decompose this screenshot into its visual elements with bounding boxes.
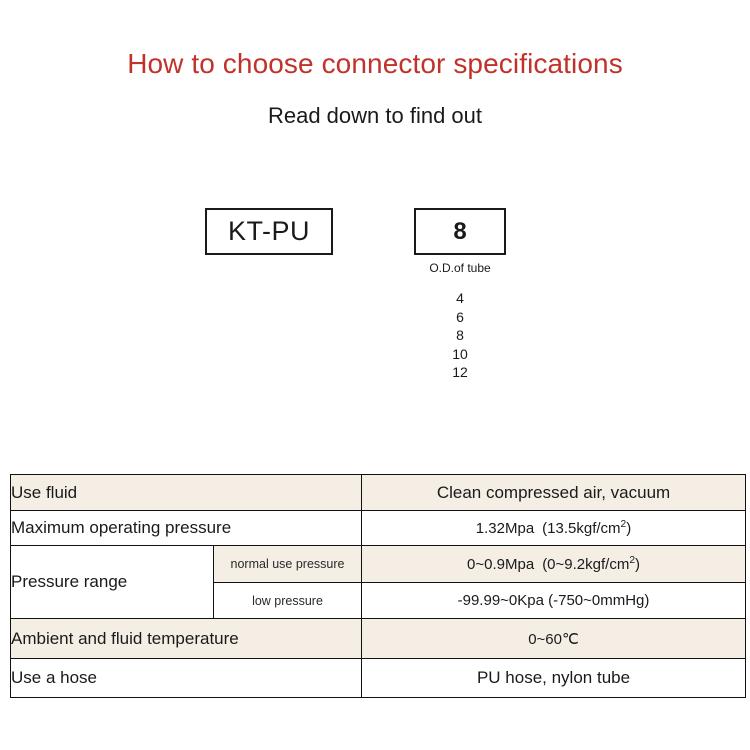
- table-row: Use a hose PU hose, nylon tube: [9, 658, 747, 698]
- list-item: 4: [456, 290, 464, 306]
- normal-pressure-kgf-open: (0~9.2kgf/cm: [542, 555, 630, 573]
- row-value-ambient-fluid-temperature: 0~60℃: [361, 618, 747, 659]
- normal-pressure-kgf-close: ): [634, 555, 640, 573]
- row-label-use-a-hose: Use a hose: [9, 658, 363, 698]
- sub-label-normal-use-pressure: normal use pressure: [212, 545, 363, 583]
- max-pressure-kgf-open: (13.5kgf/cm: [542, 519, 621, 537]
- row-label-max-operating-pressure: Maximum operating pressure: [9, 510, 363, 546]
- page-title: How to choose connector specifications: [127, 48, 623, 79]
- row-value-use-fluid: Clean compressed air, vacuum: [361, 474, 747, 511]
- tube-size-value: 8: [453, 217, 467, 245]
- row-label-ambient-fluid-temperature: Ambient and fluid temperature: [9, 618, 363, 659]
- row-label-use-fluid: Use fluid: [9, 474, 363, 511]
- row-value-low-pressure: -99.99~0Kpa (-750~0mmHg): [361, 582, 747, 619]
- list-item: 6: [456, 308, 464, 325]
- normal-pressure-sup: 2: [629, 554, 635, 566]
- series-code-value: KT-PU: [227, 216, 310, 246]
- page-subtitle: Read down to find out: [267, 103, 483, 128]
- table-row: Maximum operating pressure 1.32Mpa (13.5k…: [9, 510, 747, 546]
- max-pressure-mpa: 1.32Mpa: [475, 519, 535, 537]
- series-code-box: KT-PU: [205, 208, 333, 255]
- list-item: 10: [452, 345, 468, 362]
- row-value-use-a-hose: PU hose, nylon tube: [361, 658, 747, 698]
- sub-label-low-pressure: low pressure: [212, 582, 363, 619]
- table-row: Pressure range normal use pressure 0~0.9…: [10, 545, 747, 619]
- max-pressure-sup: 2: [620, 518, 627, 530]
- tube-size-box: 8: [414, 208, 506, 255]
- tube-size-option-list: 4 6 8 10 12: [400, 289, 520, 382]
- row-value-normal-use-pressure: 0~0.9Mpa (0~9.2kgf/cm2): [361, 545, 747, 583]
- specification-table: Use fluid Clean compressed air, vacuum M…: [9, 474, 747, 698]
- normal-pressure-mpa: 0~0.9Mpa: [467, 555, 535, 573]
- row-label-pressure-range: Pressure range: [10, 545, 214, 619]
- list-item: 12: [452, 364, 468, 380]
- row-value-max-operating-pressure: 1.32Mpa (13.5kgf/cm2): [361, 510, 747, 546]
- table-row: Use fluid Clean compressed air, vacuum: [9, 474, 747, 511]
- tube-size-caption: O.D.of tube: [429, 261, 491, 275]
- list-item: 8: [456, 327, 464, 343]
- max-pressure-kgf-close: ): [626, 519, 632, 537]
- table-row: Ambient and fluid temperature 0~60℃: [9, 618, 747, 659]
